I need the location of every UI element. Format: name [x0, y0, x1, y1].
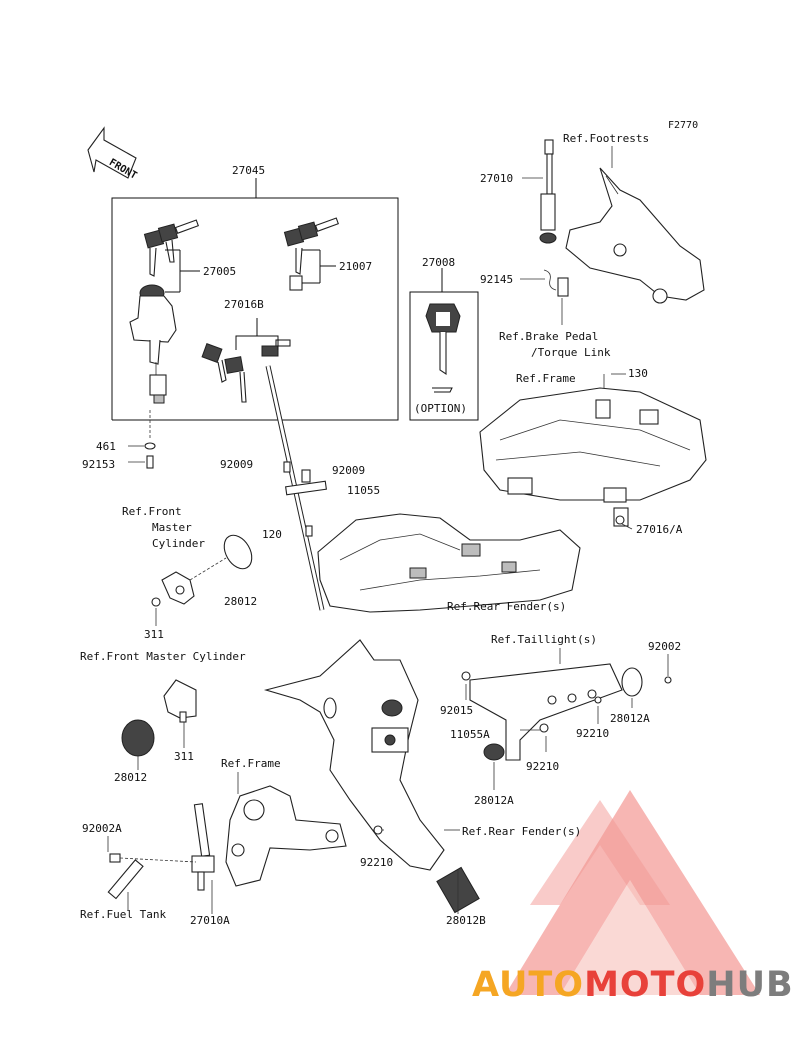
watermark-part-moto: MOTO — [584, 965, 706, 1005]
label-311-lower: 311 — [174, 750, 194, 763]
label-92210-mid: 92210 — [526, 760, 559, 773]
label-92210-lower: 92210 — [360, 856, 393, 869]
label-27016b: 27016B — [224, 298, 264, 311]
label-27016a: 27016/A — [636, 523, 683, 536]
fuel-sender-icon — [107, 803, 215, 900]
rear-frame — [479, 387, 707, 527]
label-27008: 27008 — [422, 256, 455, 269]
label-ref-taillight: Ref.Taillight(s) — [491, 633, 597, 646]
seat-lock-cable — [265, 365, 327, 611]
label-ref-frame-bottom: Ref.Frame — [221, 757, 281, 770]
label-cylinder: Cylinder — [152, 537, 205, 550]
label-311-upper: 311 — [144, 628, 164, 641]
label-27010a: 27010A — [190, 914, 230, 927]
rear-fender-lower — [263, 639, 445, 871]
figure-code: F2770 — [668, 120, 698, 131]
label-27045: 27045 — [232, 164, 265, 177]
rear-fender-upper — [317, 513, 581, 613]
label-ref-front-master-cylinder: Ref.Front Master Cylinder — [80, 650, 246, 663]
label-27005: 27005 — [203, 265, 236, 278]
label-28012a-lower: 28012A — [474, 794, 514, 807]
label-28012b: 28012B — [446, 914, 486, 927]
label-ref-torque-link: /Torque Link — [531, 346, 611, 359]
label-92015: 92015 — [440, 704, 473, 717]
label-ref-brake-pedal: Ref.Brake Pedal — [499, 330, 598, 343]
label-ref-rear-fender-bottom: Ref.Rear Fender(s) — [462, 825, 581, 838]
blank-key-icon — [283, 217, 340, 291]
label-120: 120 — [262, 528, 282, 541]
label-11055: 11055 — [347, 484, 380, 497]
label-master: Master — [152, 521, 192, 534]
footrest-bracket — [565, 167, 705, 304]
key-pair-icon — [143, 219, 200, 277]
key-set-group — [111, 178, 399, 421]
label-28012-upper: 28012 — [224, 595, 257, 608]
label-92153: 92153 — [82, 458, 115, 471]
label-ref-frame-top: Ref.Frame — [516, 372, 576, 385]
label-92002a: 92002A — [82, 822, 122, 835]
taillight-bracket — [461, 663, 672, 761]
watermark-logo — [505, 790, 760, 995]
label-11055a: 11055A — [450, 728, 490, 741]
label-92145: 92145 — [480, 273, 513, 286]
option-key-group — [409, 268, 479, 421]
watermark-part-hub: HUB — [706, 965, 793, 1005]
label-130: 130 — [628, 367, 648, 380]
ignition-switch-icon — [129, 284, 177, 404]
frame-lower — [225, 785, 347, 887]
label-21007: 21007 — [339, 260, 372, 273]
brake-switch-icon — [539, 139, 569, 297]
grommet-icon — [483, 743, 505, 761]
label-92009-right: 92009 — [332, 464, 365, 477]
seat-lock-keys-icon — [201, 339, 291, 403]
watermark-part-auto: AUTO — [472, 965, 584, 1005]
front-direction-arrow: FRONT — [87, 126, 139, 182]
label-option: (OPTION) — [414, 402, 467, 415]
label-ref-footrests: Ref.Footrests — [563, 132, 649, 145]
label-ref-fuel-tank: Ref.Fuel Tank — [80, 908, 166, 921]
label-ref-front: Ref.Front — [122, 505, 182, 518]
label-27010: 27010 — [480, 172, 513, 185]
front-master-cylinder-bracket-upper — [151, 534, 253, 607]
label-92009-left: 92009 — [220, 458, 253, 471]
watermark-text: AUTOMOTOHUB — [472, 965, 794, 1005]
label-461: 461 — [96, 440, 116, 453]
label-92210-right: 92210 — [576, 727, 609, 740]
label-28012a-right: 28012A — [610, 712, 650, 725]
screw-icon — [144, 442, 156, 469]
label-ref-rear-fender-top: Ref.Rear Fender(s) — [447, 600, 566, 613]
front-master-cylinder-bracket-lower — [121, 679, 197, 757]
label-28012-lower: 28012 — [114, 771, 147, 784]
label-92002: 92002 — [648, 640, 681, 653]
